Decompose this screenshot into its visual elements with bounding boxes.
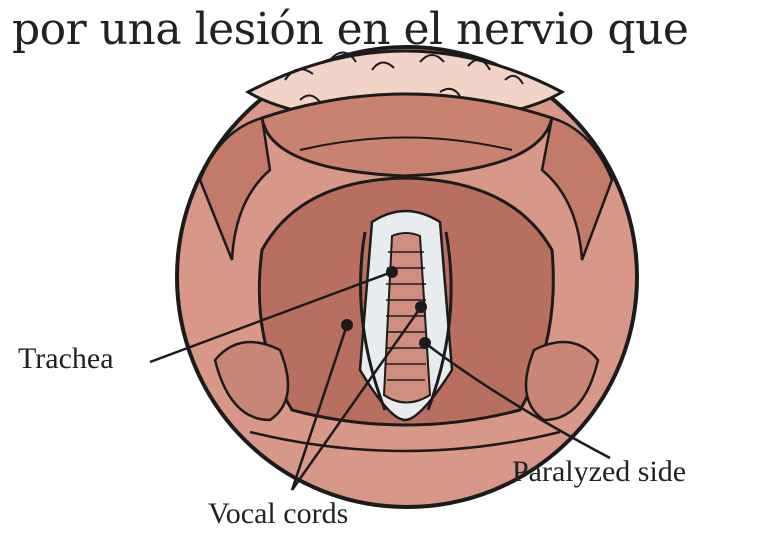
caption-text: por una lesión en el nervio que <box>12 4 688 55</box>
paralyzed-side-label: Paralyzed side <box>512 455 686 489</box>
trachea-label: Trachea <box>18 342 114 376</box>
vocal-cords-label: Vocal cords <box>208 497 348 531</box>
